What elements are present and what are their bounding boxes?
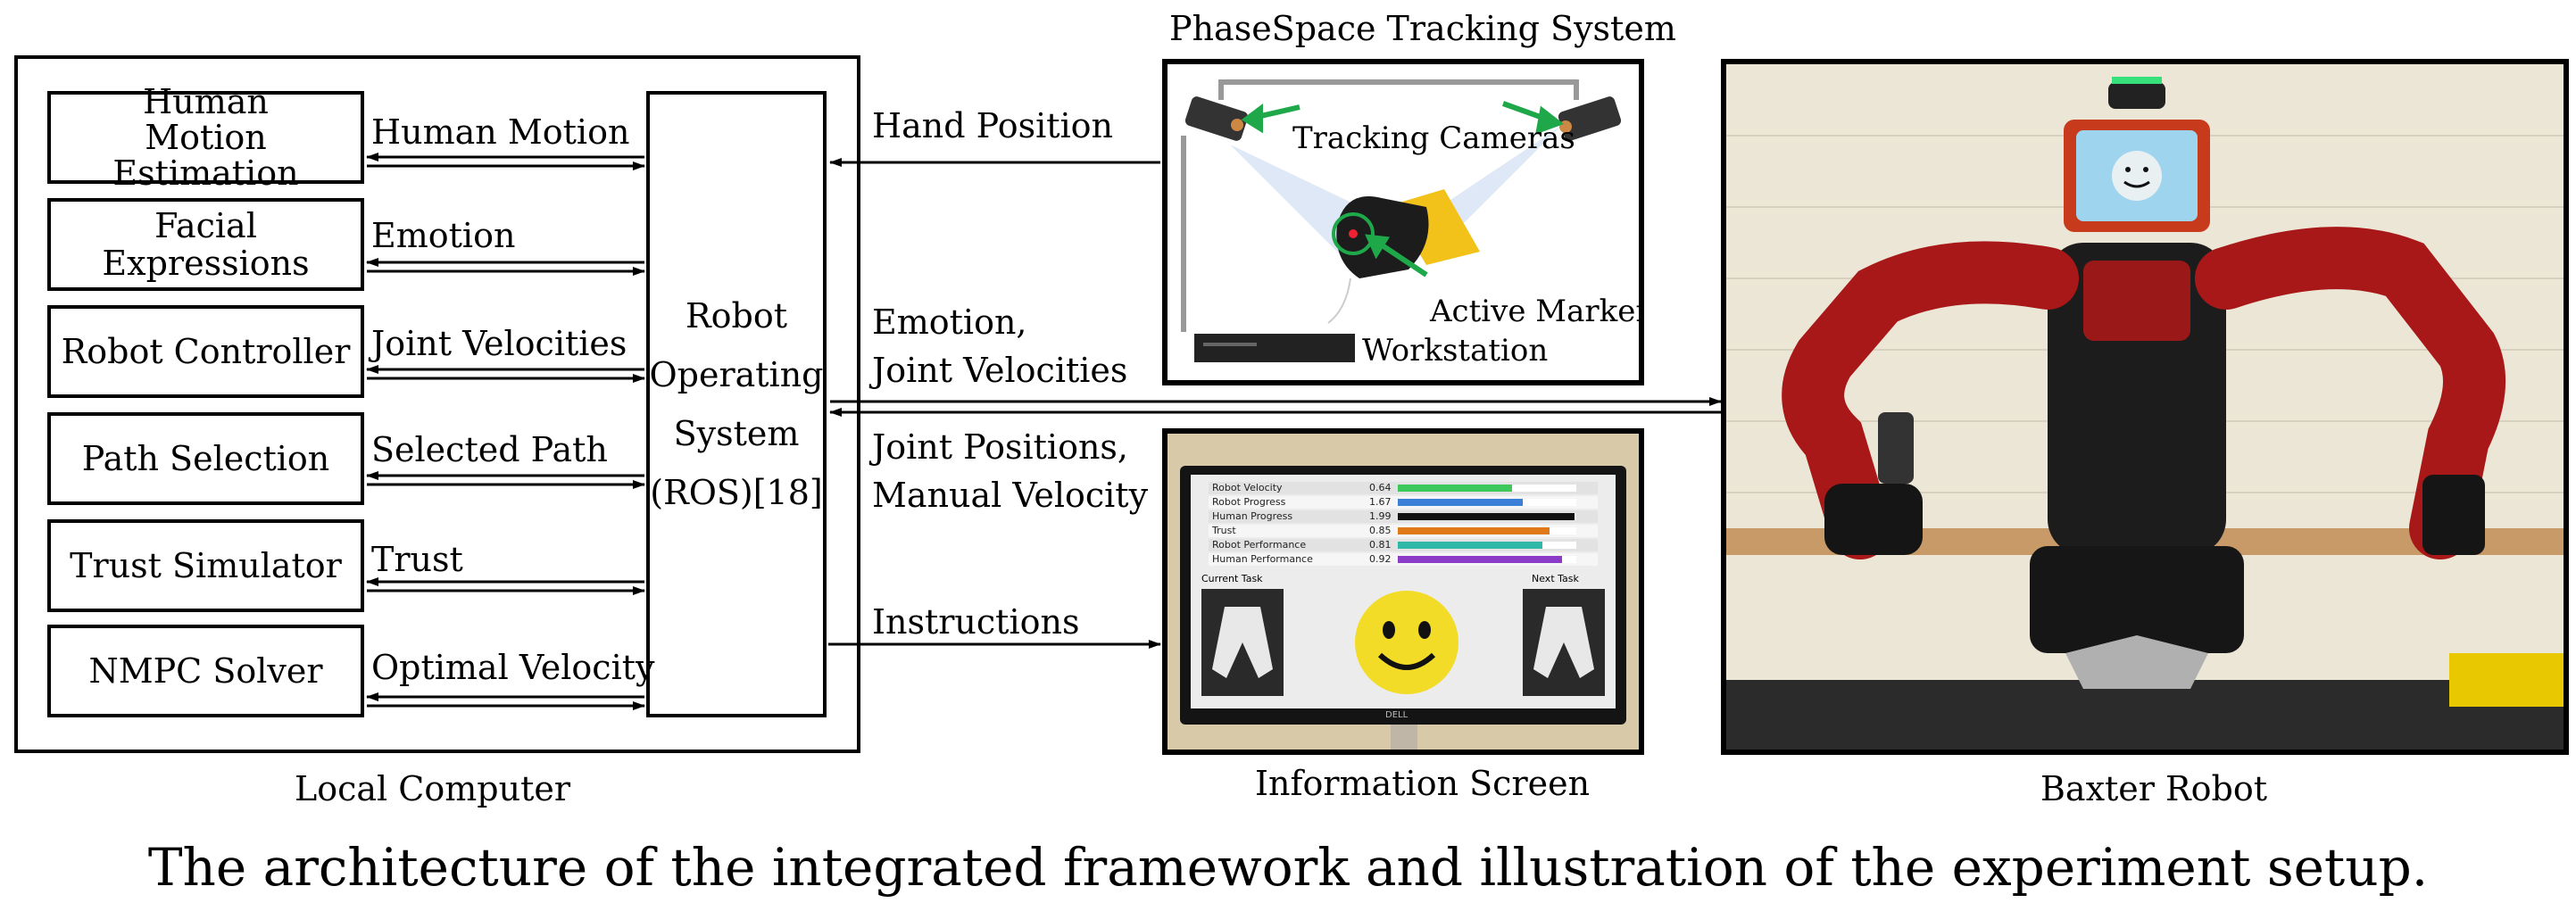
metric-bar-fill — [1398, 513, 1575, 520]
metric-value: 0.85 — [1369, 525, 1392, 536]
metric-row: Robot Velocity 0.64 — [1209, 482, 1598, 494]
robot-right-arm — [2195, 227, 2505, 559]
signal-selected-path: Selected Path — [371, 430, 608, 469]
metric-label: Robot Performance — [1212, 539, 1307, 551]
metric-value: 0.81 — [1369, 539, 1392, 551]
smiley-face-icon — [1355, 591, 1458, 694]
current-task-label: Current Task — [1201, 573, 1263, 584]
metric-row: Robot Performance 0.81 — [1209, 539, 1598, 551]
yellow-bins-icon — [2449, 653, 2564, 707]
link-hand-position: Hand Position — [872, 106, 1114, 145]
figure-caption: The architecture of the integrated frame… — [147, 837, 2429, 898]
tracking-illustration — [1181, 79, 1622, 362]
camera-left-icon — [1184, 96, 1249, 141]
metric-label: Human Progress — [1212, 510, 1293, 522]
signal-optimal-velocity: Optimal Velocity — [371, 648, 655, 687]
metric-label: Robot Progress — [1212, 496, 1286, 508]
label-workstation: Workstation — [1362, 333, 1549, 369]
metric-bar-fill — [1398, 556, 1562, 563]
metric-bar-track — [1398, 499, 1576, 506]
label-active-marker: Active Marker — [1430, 294, 1644, 329]
baxter-robot-illustration — [1726, 64, 2564, 750]
signal-human-motion: Human Motion — [371, 112, 630, 152]
label-tracking-cameras: Tracking Cameras — [1292, 120, 1575, 156]
metric-value: 0.92 — [1369, 553, 1392, 565]
next-task-image — [1523, 589, 1605, 696]
signal-joint-velocities: Joint Velocities — [371, 324, 627, 363]
metric-bar-fill — [1398, 499, 1523, 506]
metric-bar-fill — [1398, 485, 1512, 492]
module-path-selection: Path Selection — [47, 412, 364, 505]
metric-value: 1.99 — [1369, 510, 1392, 522]
tracking-panel: Tracking Cameras Active Marker Workstati… — [1162, 59, 1644, 385]
signal-trust: Trust — [371, 540, 463, 579]
metric-bar-fill — [1398, 527, 1550, 534]
caption-local-computer: Local Computer — [295, 769, 570, 808]
metric-row: Trust 0.85 — [1209, 525, 1598, 537]
monitor-brand: DELL — [1385, 710, 1408, 720]
metric-bar-track — [1398, 513, 1576, 520]
robot-left-arm — [1782, 241, 2079, 559]
metric-bar-track — [1398, 485, 1576, 492]
active-marker-icon — [1332, 212, 1375, 255]
caption-information-screen: Information Screen — [1255, 764, 1591, 803]
metric-label: Trust — [1212, 525, 1236, 536]
tracking-title: PhaseSpace Tracking System — [1169, 9, 1676, 48]
link-joint-positions-manual-velocity: Joint Positions, Manual Velocity — [872, 427, 1149, 515]
link-emotion-joint-velocities: Emotion, Joint Velocities — [872, 302, 1128, 390]
module-nmpc-solver: NMPC Solver — [47, 625, 364, 717]
ros-box: Robot Operating System (ROS)[18] — [646, 91, 827, 717]
metric-row: Human Progress 1.99 — [1209, 510, 1598, 523]
metric-bar-fill — [1398, 542, 1542, 549]
baxter-robot-photo — [1721, 59, 2569, 755]
metric-value: 1.67 — [1369, 496, 1392, 508]
metric-label: Human Performance — [1212, 553, 1313, 565]
module-robot-controller: Robot Controller — [47, 305, 364, 398]
next-task-label: Next Task — [1532, 573, 1579, 584]
monitor-stand — [1391, 725, 1417, 750]
metric-bar-track — [1398, 527, 1576, 534]
metric-label: Robot Velocity — [1212, 482, 1283, 493]
module-facial-expressions: Facial Expressions — [47, 198, 364, 291]
metric-bar-track — [1398, 542, 1576, 549]
workstation-icon — [1194, 334, 1355, 362]
signal-emotion: Emotion — [371, 216, 516, 255]
metric-bar-track — [1398, 556, 1576, 563]
link-instructions: Instructions — [872, 602, 1080, 642]
metric-value: 0.64 — [1369, 482, 1392, 493]
caption-baxter-robot: Baxter Robot — [2040, 769, 2267, 808]
module-trust-simulator: Trust Simulator — [47, 519, 364, 612]
current-task-image — [1201, 589, 1284, 696]
metric-row: Robot Progress 1.67 — [1209, 496, 1598, 509]
metric-row: Human Performance 0.92 — [1209, 553, 1598, 566]
